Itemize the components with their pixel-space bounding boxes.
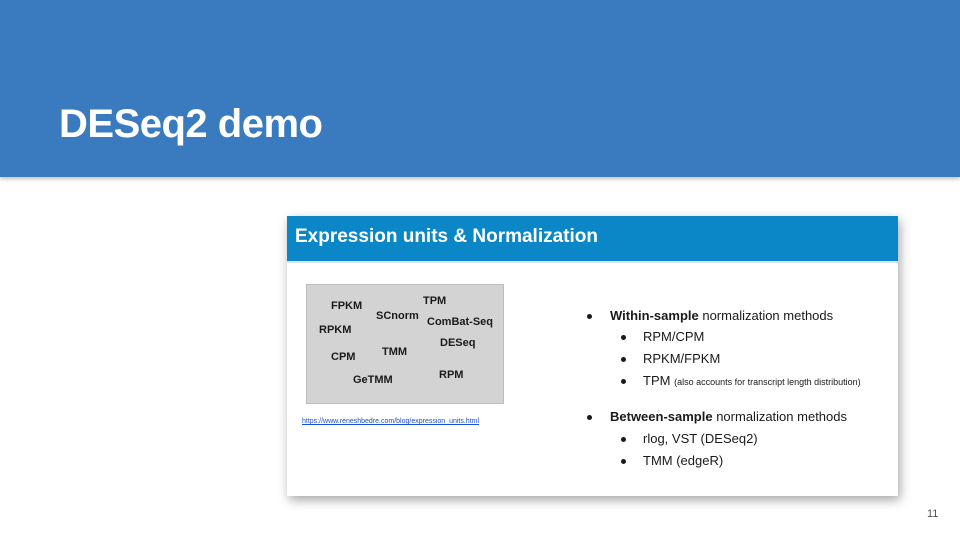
list-item: TMM (edgeR): [621, 453, 723, 469]
bullet-dot: [621, 459, 626, 464]
embedded-slide-image: Expression units & Normalization FPKM TP…: [287, 216, 898, 496]
expression-units-word-cloud: FPKM TPM SCnorm ComBat-Seq RPKM DESeq CP…: [306, 284, 504, 404]
source-link[interactable]: https://www.reneshbedre.com/blog/express…: [302, 418, 480, 425]
bullet-text: RPKM/FPKM: [643, 351, 721, 366]
list-item: Between-sample normalization methods: [587, 409, 847, 425]
bullet-text: TPM: [643, 373, 671, 388]
bullet-dot: [621, 335, 626, 340]
bullet-dot: [621, 357, 626, 362]
bullet-note: (also accounts for transcript length dis…: [674, 377, 861, 387]
word-cloud-term: RPM: [439, 369, 464, 381]
list-item: rlog, VST (DESeq2): [621, 431, 758, 447]
list-item: RPKM/FPKM: [621, 351, 720, 367]
word-cloud-term: GeTMM: [353, 374, 393, 386]
list-item: TPM (also accounts for transcript length…: [621, 373, 861, 390]
bullet-dot: [587, 415, 592, 420]
bullet-dot: [587, 314, 592, 319]
slide-title: DESeq2 demo: [59, 102, 323, 146]
list-item: RPM/CPM: [621, 329, 704, 345]
bullet-text: normalization methods: [698, 308, 834, 323]
bullet-dot: [621, 437, 626, 442]
bullet-text: TMM (edgeR): [643, 453, 724, 468]
embedded-slide-header: Expression units & Normalization: [287, 216, 898, 263]
word-cloud-term: TPM: [423, 295, 447, 307]
bullet-text: rlog, VST (DESeq2): [643, 431, 758, 446]
bullet-dot: [621, 379, 626, 384]
word-cloud-term: CPM: [331, 351, 356, 363]
embedded-slide-title: Expression units & Normalization: [295, 226, 598, 247]
bullet-text: RPM/CPM: [643, 329, 705, 344]
word-cloud-term: ComBat-Seq: [427, 316, 494, 328]
bullet-bold-text: Within-sample: [610, 308, 699, 323]
word-cloud-term: DESeq: [440, 337, 476, 349]
bullet-bold-text: Between-sample: [610, 409, 713, 424]
word-cloud-term: SCnorm: [376, 310, 419, 322]
bullet-text: normalization methods: [712, 409, 847, 424]
word-cloud-term: TMM: [382, 346, 408, 358]
list-item: Within-sample normalization methods: [587, 308, 833, 324]
word-cloud-term: FPKM: [331, 300, 363, 312]
page-number: 11: [927, 508, 939, 520]
word-cloud-term: RPKM: [319, 324, 352, 336]
title-band: [0, 0, 960, 177]
